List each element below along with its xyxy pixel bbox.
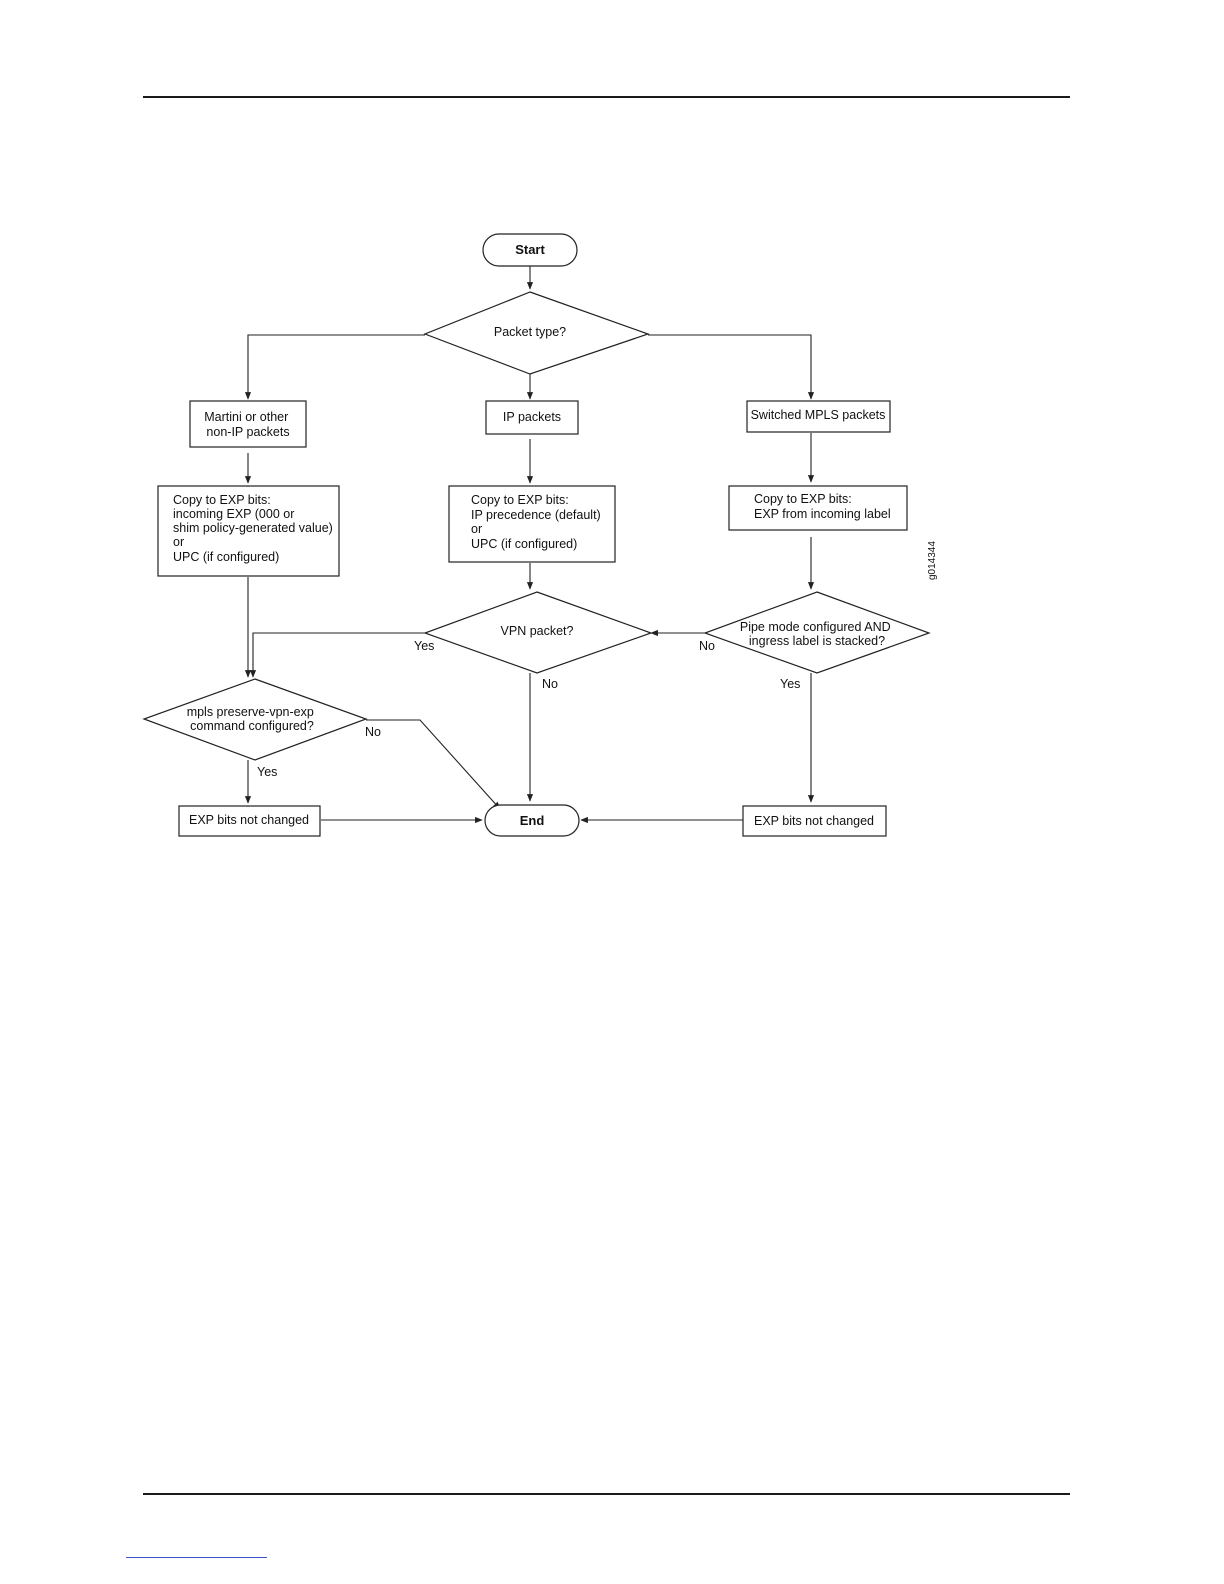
copy-left-line-1: Copy to EXP bits: xyxy=(173,493,271,507)
svg-text:Copy to EXP bits: IP pre: Copy to EXP bits: IP precedence (default… xyxy=(471,493,604,551)
edge-packet-type-to-martini xyxy=(244,334,425,400)
flow-edges xyxy=(244,266,815,824)
copy-left-line-5: UPC (if configured) xyxy=(173,550,279,564)
pipe-mode-decision: Pipe mode configured AND ingress label i… xyxy=(703,591,931,674)
exp-left-label: EXP bits not changed xyxy=(189,813,309,827)
svg-text:Pipe mode configured AND: Pipe mode configured AND ingress label i… xyxy=(740,620,894,648)
start-label: Start xyxy=(515,242,545,257)
pipe-no-label: No xyxy=(699,639,715,653)
copy-mid-line-2: IP precedence (default) xyxy=(471,508,601,522)
switched-mpls-box: Switched MPLS packets xyxy=(746,400,891,433)
copy-right-line-2: EXP from incoming label xyxy=(754,507,891,521)
exp-right-label: EXP bits not changed xyxy=(754,814,874,828)
packet-type-decision: Packet type? xyxy=(423,291,650,375)
switched-mpls-label: Switched MPLS packets xyxy=(751,408,886,422)
packet-type-label: Packet type? xyxy=(494,325,566,339)
copy-mid-box: Copy to EXP bits: IP precedence (default… xyxy=(448,485,616,563)
copy-mid-line-1: Copy to EXP bits: xyxy=(471,493,569,507)
figure-id: g014344 xyxy=(927,541,938,580)
svg-text:mpls preserve-vpn-exp co: mpls preserve-vpn-exp command configured… xyxy=(187,705,318,733)
pipe-yes-label: Yes xyxy=(780,677,800,691)
mpls-no-label: No xyxy=(365,725,381,739)
mpls-preserve-line-1: mpls preserve-vpn-exp xyxy=(187,705,314,719)
martini-box: Martini or other non-IP packets xyxy=(189,400,307,448)
vpn-no-label: No xyxy=(542,677,558,691)
copy-right-line-1: Copy to EXP bits: xyxy=(754,492,852,506)
pipe-mode-line-2: ingress label is stacked? xyxy=(749,634,885,648)
martini-line-2: non-IP packets xyxy=(206,425,289,439)
vpn-packet-label: VPN packet? xyxy=(501,624,574,638)
copy-left-line-2: incoming EXP (000 or xyxy=(173,507,294,521)
mpls-preserve-line-2: command configured? xyxy=(190,719,314,733)
end-terminal: End xyxy=(484,804,580,837)
copy-left-box: Copy to EXP bits: incoming EXP (000 or s… xyxy=(157,485,340,577)
svg-text:Copy to EXP bits: EXP fr: Copy to EXP bits: EXP from incoming labe… xyxy=(754,492,891,521)
edge-vpn-yes xyxy=(249,632,425,678)
mpls-preserve-decision: mpls preserve-vpn-exp command configured… xyxy=(142,678,368,761)
mpls-yes-label: Yes xyxy=(257,765,277,779)
svg-text:Copy to EXP bits: incomi: Copy to EXP bits: incoming EXP (000 or s… xyxy=(173,493,336,564)
edge-packet-type-to-mpls xyxy=(648,334,815,400)
martini-line-1: Martini or other xyxy=(204,410,288,424)
exp-left-box: EXP bits not changed xyxy=(178,805,321,837)
edge-mpls-preserve-no xyxy=(366,719,501,810)
end-label: End xyxy=(520,813,545,828)
pipe-mode-line-1: Pipe mode configured AND xyxy=(740,620,891,634)
svg-text:Martini or other non-IP: Martini or other non-IP packets xyxy=(204,410,292,439)
vpn-yes-label: Yes xyxy=(414,639,434,653)
copy-mid-line-3: or xyxy=(471,522,482,536)
copy-right-box: Copy to EXP bits: EXP from incoming labe… xyxy=(728,485,908,531)
start-terminal: Start xyxy=(482,233,578,267)
exp-right-box: EXP bits not changed xyxy=(742,805,887,837)
copy-mid-line-4: UPC (if configured) xyxy=(471,537,577,551)
vpn-packet-decision: VPN packet? xyxy=(423,591,653,674)
copy-left-line-4: or xyxy=(173,535,184,549)
footer-link-underline[interactable] xyxy=(126,1557,267,1558)
ip-packets-label: IP packets xyxy=(503,410,561,424)
header-rule xyxy=(143,96,1070,98)
copy-left-line-3: shim policy-generated value) xyxy=(173,521,333,535)
ip-packets-box: IP packets xyxy=(485,400,579,435)
footer-rule xyxy=(143,1493,1070,1495)
